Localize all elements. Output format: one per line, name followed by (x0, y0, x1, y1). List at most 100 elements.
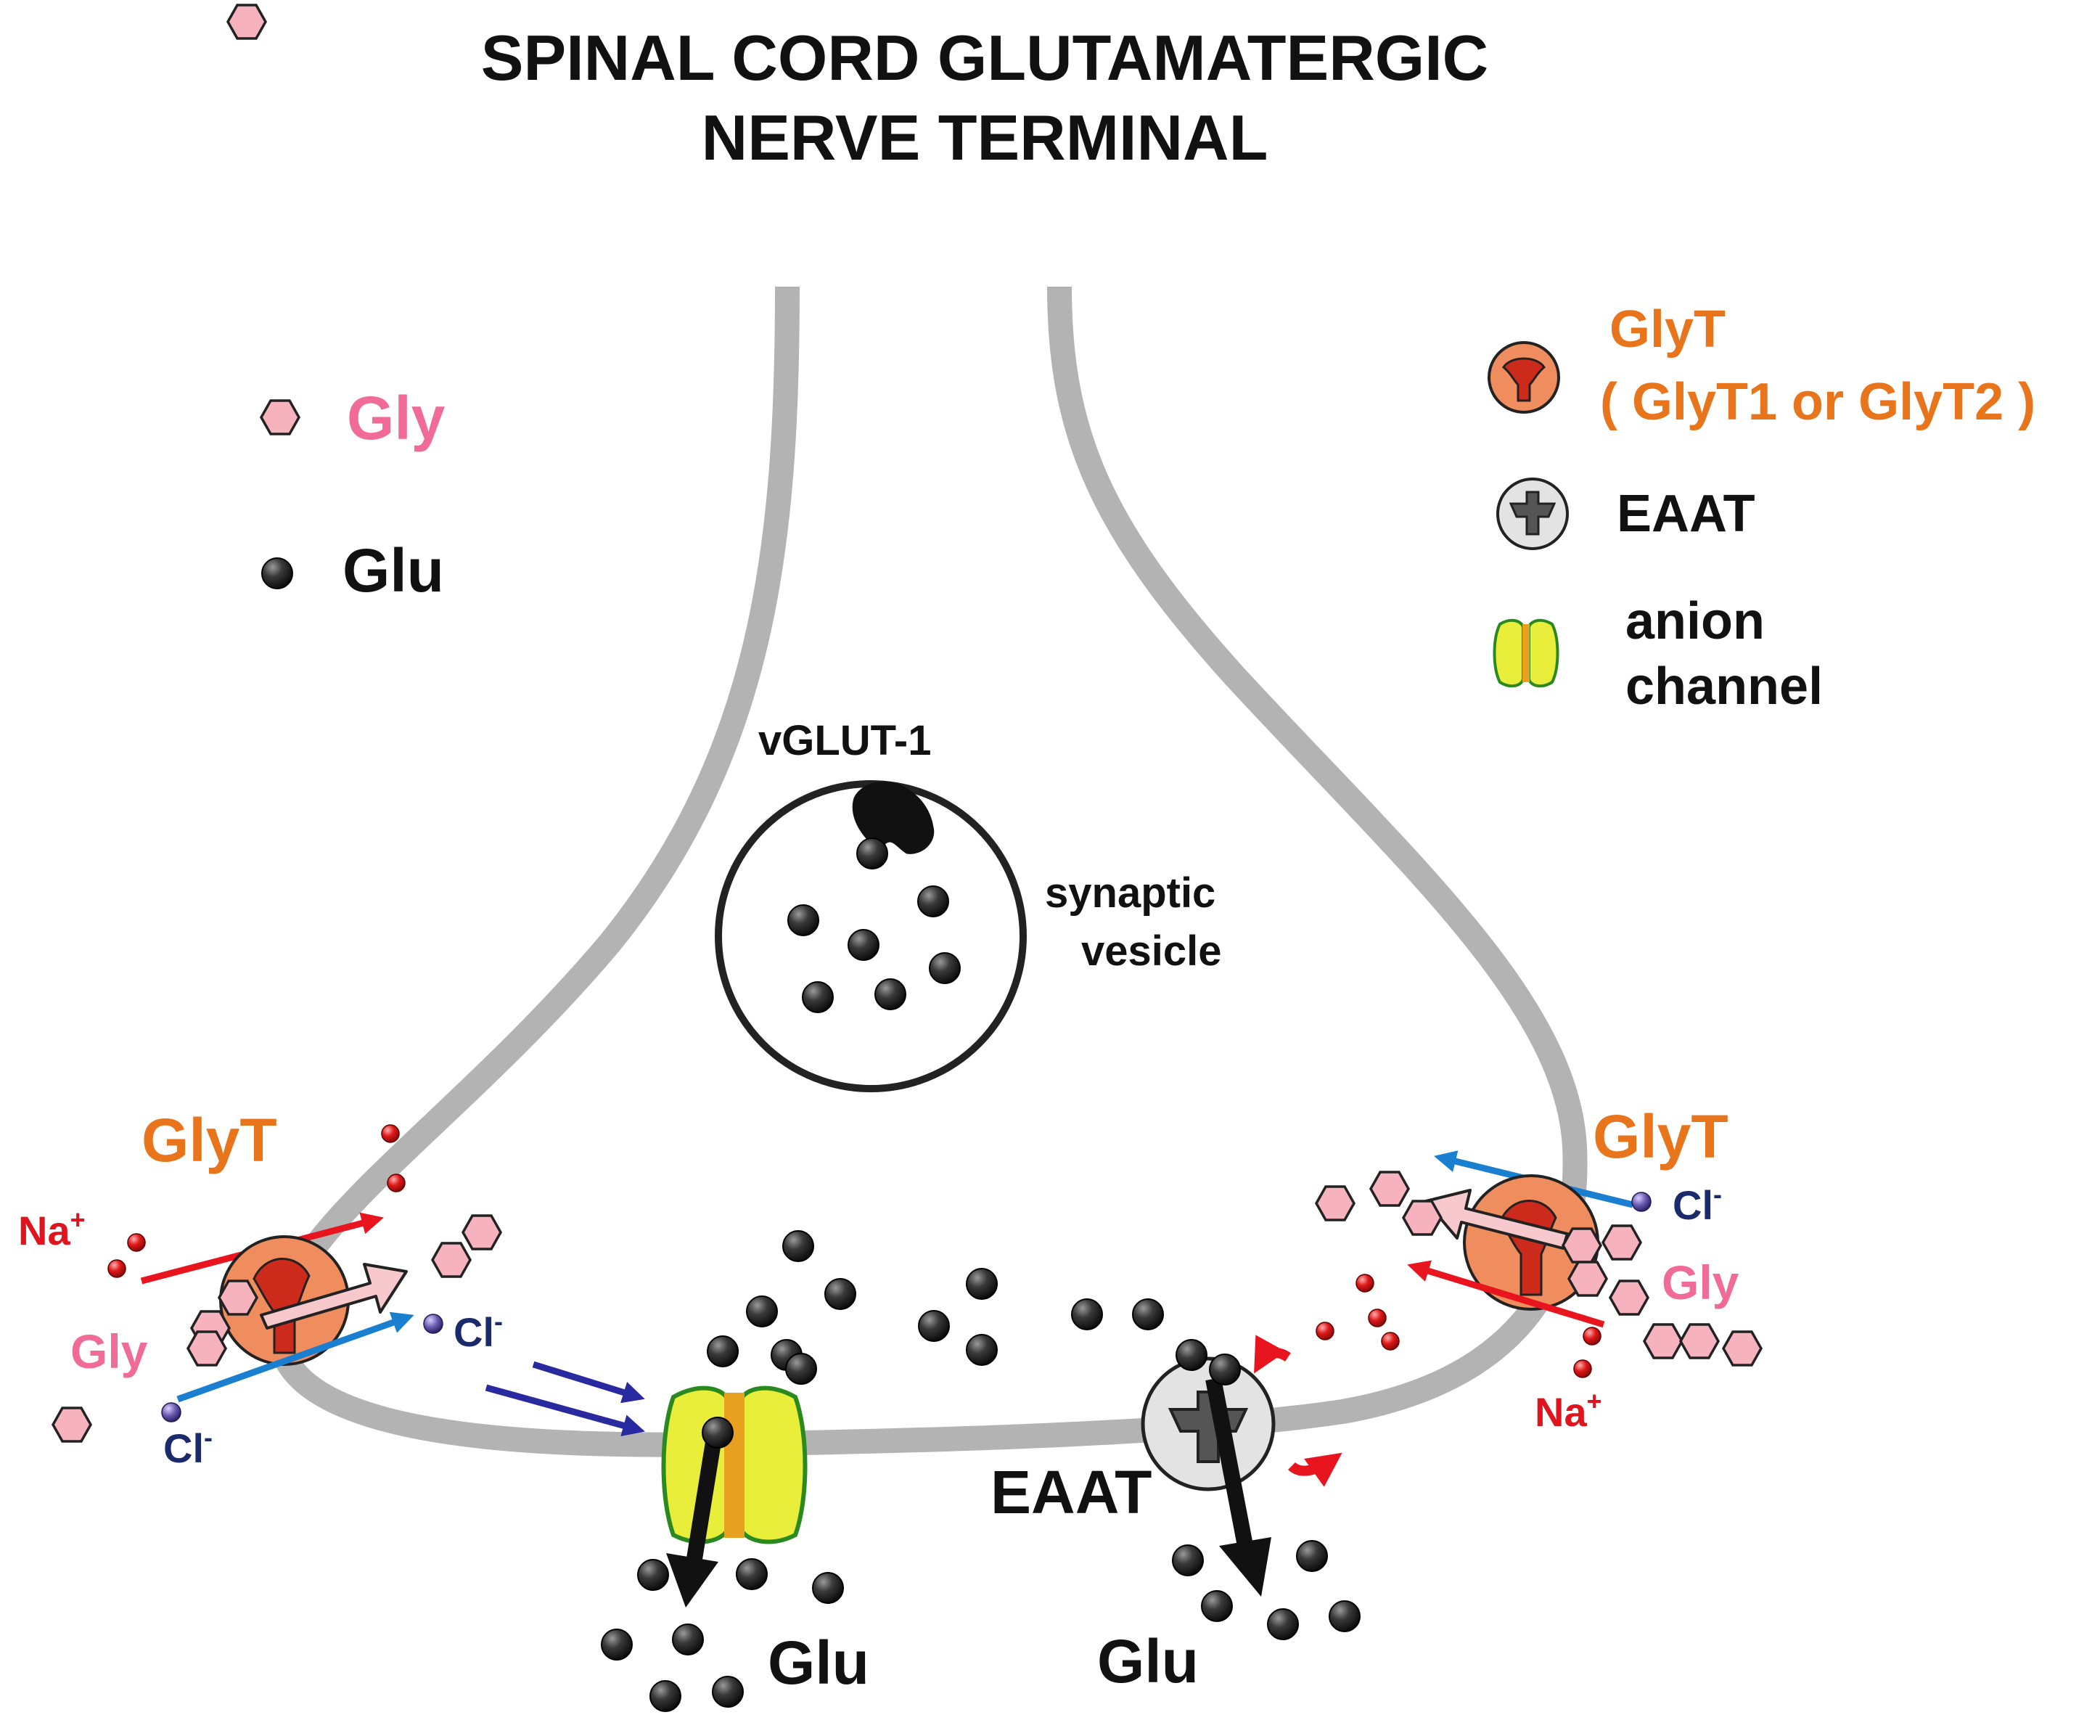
glyt-right-label: GlyT (1593, 1102, 1728, 1171)
legend-anion-label-1: anion (1625, 592, 1765, 650)
legend-anion-label-2: channel (1625, 658, 1823, 716)
vesicle-glu (874, 978, 906, 1010)
cl-ion (1631, 1192, 1652, 1212)
glu-molecule (918, 1310, 950, 1342)
na-ion (1368, 1309, 1387, 1327)
gly-molecule (462, 1214, 502, 1250)
glu-molecule (746, 1295, 778, 1327)
cl-ion (161, 1402, 181, 1422)
glu-efflux-arrow (685, 1432, 723, 1569)
cl-to-channel-arrow (532, 1361, 645, 1404)
glu-molecule (649, 1680, 681, 1712)
glu-molecule (707, 1335, 739, 1367)
vesicle-glu (848, 929, 879, 961)
glu-molecule (736, 1558, 768, 1590)
gly-molecule (1562, 1227, 1602, 1264)
eaat-transporter-icon (1496, 478, 1569, 550)
vesicle-glu (929, 952, 961, 984)
glu-efflux-arrow (1205, 1377, 1255, 1555)
glu-efflux-arrowhead (1219, 1537, 1271, 1597)
na-ion (107, 1259, 126, 1278)
eaat-label: EAAT (990, 1458, 1152, 1526)
anion-channel-icon (1493, 618, 1559, 688)
glu-molecule (1172, 1544, 1204, 1576)
glu-molecule (1201, 1590, 1233, 1622)
gly-molecule (1601, 1224, 1642, 1261)
cl-label-left-1: Cl- (454, 1306, 503, 1355)
na-ion (1355, 1274, 1374, 1293)
gly-molecule (431, 1242, 472, 1278)
vesicle-label-1: synaptic (1045, 869, 1215, 917)
legend-gly-label: Gly (347, 384, 446, 452)
glu-molecule (966, 1268, 998, 1300)
glu-molecule (672, 1624, 704, 1655)
gly-molecule (226, 4, 267, 40)
glu-molecule (1209, 1354, 1241, 1385)
glu-molecule (637, 1559, 669, 1591)
vglut1-icon (852, 781, 935, 854)
legend-glyt-label: GlyT (1609, 300, 1726, 359)
na-ion (387, 1174, 406, 1192)
anion-channel (661, 1385, 808, 1544)
glu-molecule (601, 1629, 633, 1661)
eaat-transporter (1141, 1356, 1276, 1491)
vesicle-glu (856, 838, 888, 869)
vesicle-glu (802, 981, 834, 1013)
gly-molecule (186, 1330, 227, 1367)
legend-glu-label: Glu (343, 536, 444, 605)
glu-efflux-arrowhead (666, 1553, 718, 1608)
glyt-transporter-icon (1488, 341, 1560, 414)
synaptic-vesicle (715, 780, 1027, 1092)
gly-molecule (52, 1407, 92, 1443)
glycine-hexagon-icon (260, 399, 300, 435)
vglut1-label: vGLUT-1 (758, 717, 932, 764)
gly-molecule (1609, 1280, 1649, 1316)
glu-molecule (1267, 1608, 1299, 1640)
na-label-left: Na+ (18, 1205, 86, 1253)
na-ion (1583, 1327, 1601, 1346)
gly-molecule (1315, 1185, 1355, 1221)
legend-glyt-subtypes: ( GlyT1 or GlyT2 ) (1600, 373, 2035, 431)
na-flux-arrow (1407, 1260, 1605, 1328)
glu-molecule (1296, 1540, 1328, 1572)
glu-label-left: Glu (768, 1629, 869, 1697)
cl-label-left-2: Cl- (163, 1422, 213, 1471)
glu-molecule (966, 1334, 998, 1366)
na-ion (1381, 1332, 1400, 1351)
glu-molecule (782, 1230, 814, 1262)
gly-label-left: Gly (70, 1324, 148, 1378)
glu-molecule (824, 1278, 856, 1310)
na-ion (1316, 1322, 1334, 1340)
glutamate-sphere-icon (261, 557, 293, 589)
glu-molecule (712, 1676, 744, 1708)
cl-flux-arrow (176, 1311, 414, 1403)
cl-label-right: Cl- (1673, 1179, 1722, 1228)
na-flux-arrow (1288, 1452, 1342, 1487)
gly-molecule (1643, 1323, 1683, 1359)
glyt-left-label: GlyT (141, 1106, 277, 1174)
title-line-1: SPINAL CORD GLUTAMATERGIC (481, 22, 1488, 94)
glu-molecule (1329, 1600, 1361, 1632)
na-ion (127, 1233, 146, 1252)
title-line-2: NERVE TERMINAL (702, 102, 1268, 173)
gly-flux-arrow (260, 1263, 408, 1330)
glu-molecule (1071, 1298, 1103, 1330)
glu-molecule (1176, 1339, 1207, 1371)
na-flux-arrow (1254, 1335, 1291, 1374)
gly-molecule (1722, 1330, 1763, 1367)
gly-label-right: Gly (1662, 1256, 1739, 1309)
cl-ion (423, 1314, 443, 1334)
gly-molecule (1402, 1200, 1443, 1236)
gly-molecule (218, 1280, 258, 1316)
gly-molecule (1679, 1323, 1720, 1359)
glu-molecule (812, 1572, 844, 1604)
glu-molecule (702, 1417, 734, 1449)
gly-molecule (1369, 1171, 1410, 1207)
glu-molecule (1132, 1298, 1164, 1330)
na-label-right: Na+ (1535, 1386, 1602, 1435)
legend-eaat-label: EAAT (1617, 485, 1755, 543)
legend: Gly Glu GlyT ( GlyT1 or GlyT2 ) EAAT ani… (260, 300, 2035, 716)
vesicle-glu (917, 885, 949, 917)
glu-label-right: Glu (1097, 1627, 1199, 1695)
